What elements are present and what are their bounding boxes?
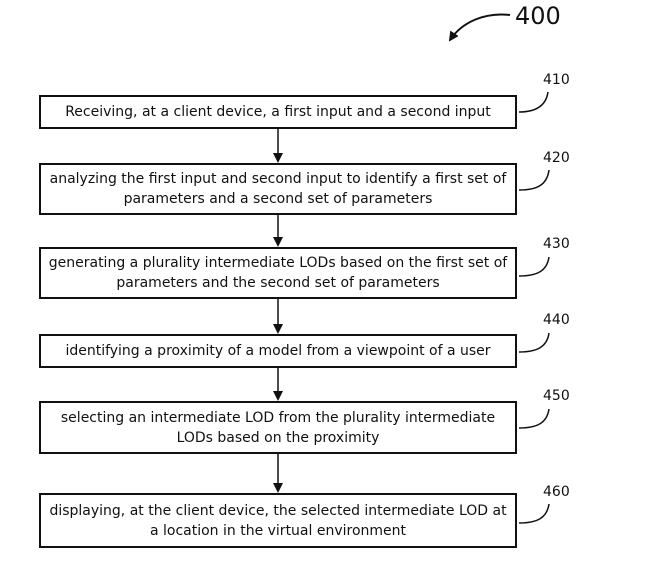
- step-ref-450: 450: [543, 388, 570, 404]
- ref-leader-420: [518, 169, 550, 191]
- step-box-460: displaying, at the client device, the se…: [39, 493, 517, 548]
- step-ref-440: 440: [543, 312, 570, 328]
- step-text-420: analyzing the first input and second inp…: [49, 171, 507, 207]
- step-ref-460: 460: [543, 484, 570, 500]
- step-ref-420: 420: [543, 150, 570, 166]
- step-text-410: Receiving, at a client device, a first i…: [65, 104, 491, 120]
- ref-leader-410: [518, 91, 549, 113]
- step-box-420: analyzing the first input and second inp…: [39, 163, 517, 215]
- ref-leader-440: [518, 332, 550, 353]
- step-text-440: identifying a proximity of a model from …: [65, 343, 491, 359]
- ref-leader-430: [518, 256, 550, 277]
- step-box-450: selecting an intermediate LOD from the p…: [39, 401, 517, 454]
- step-box-440: identifying a proximity of a model from …: [39, 334, 517, 368]
- step-text-460: displaying, at the client device, the se…: [49, 502, 507, 539]
- figure-pointer-arrow: [448, 13, 511, 42]
- step-ref-410: 410: [543, 72, 570, 88]
- step-ref-430: 430: [543, 236, 570, 252]
- ref-leader-450: [518, 408, 550, 429]
- step-text-430: generating a plurality intermediate LODs…: [48, 255, 508, 291]
- step-text-450: selecting an intermediate LOD from the p…: [60, 409, 496, 446]
- figure-number: 400: [515, 2, 561, 30]
- step-box-430: generating a plurality intermediate LODs…: [39, 247, 517, 299]
- ref-leader-460: [518, 503, 550, 524]
- step-box-410: Receiving, at a client device, a first i…: [39, 95, 517, 129]
